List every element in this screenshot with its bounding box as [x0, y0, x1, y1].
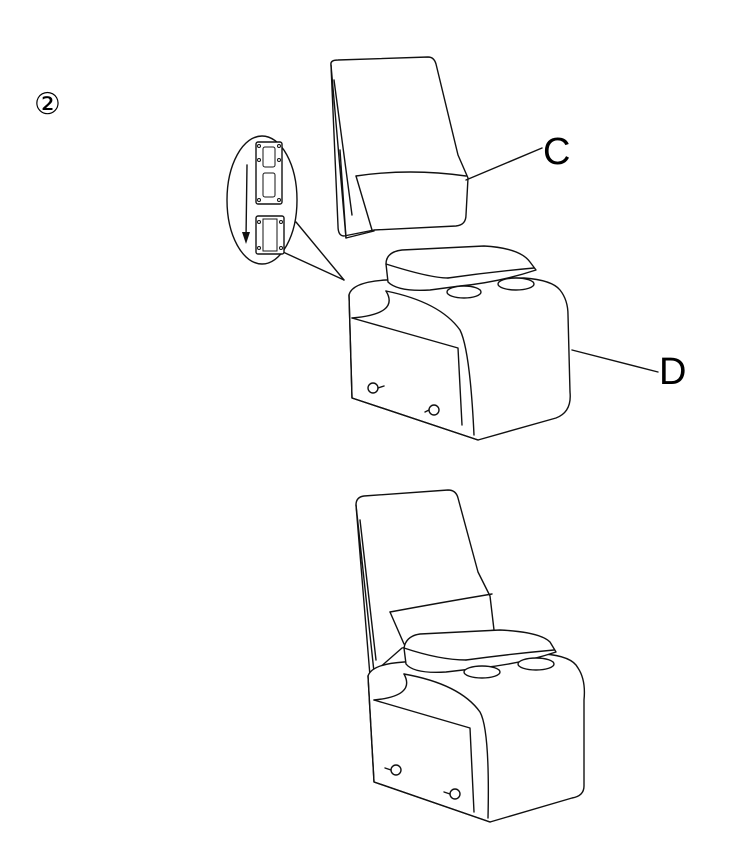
seat-base-part	[348, 245, 571, 441]
label-d: D	[659, 351, 686, 393]
assembled-chair	[355, 489, 586, 823]
label-c: C	[543, 131, 570, 173]
backrest-part	[330, 56, 469, 239]
bracket-detail-callout	[226, 135, 345, 281]
leader-line-d	[571, 349, 659, 373]
step-number: ②	[34, 87, 61, 122]
leader-line-c	[465, 147, 543, 181]
